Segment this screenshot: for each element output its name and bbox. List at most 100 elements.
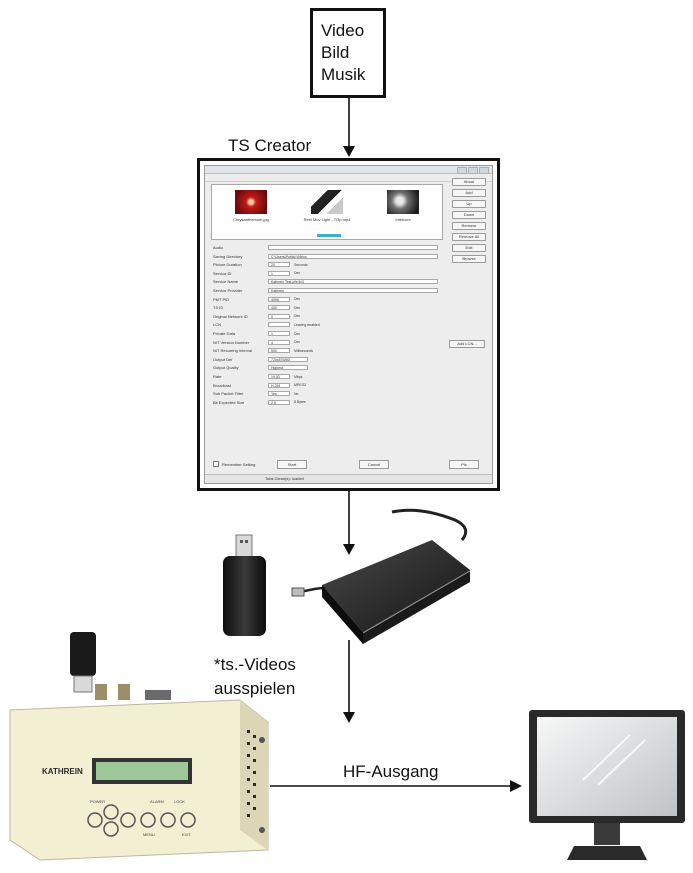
- panel-label: MENU: [143, 832, 155, 837]
- settings-row: Saving Directory C:\Users\Public\Videos: [213, 253, 438, 260]
- thumbnail-label: Reel Mov Light - TOp.mp4: [303, 217, 351, 222]
- settings-input[interactable]: 1: [268, 270, 290, 276]
- modulator-device: [9, 632, 269, 861]
- down-button[interactable]: Down: [452, 211, 486, 219]
- settings-label: Rate: [213, 374, 222, 379]
- settings-input[interactable]: Kathrein: [268, 288, 438, 293]
- settings-label: Service Name: [213, 279, 239, 285]
- settings-row: Private Data 1 Dec: [213, 330, 300, 337]
- settings-label: Private Data: [213, 331, 236, 336]
- thumbnail-item[interactable]: Reel Mov Light - TOp.mp4: [298, 190, 356, 222]
- settings-label: Output Quality: [213, 365, 239, 371]
- edit-button[interactable]: Edit: [452, 244, 486, 252]
- settings-label: Saving Directory: [213, 253, 243, 259]
- settings-input[interactable]: Highest: [268, 365, 308, 371]
- thumbnail-panel: Chrysanthemum.jpg Reel Mov Light - TOp.m…: [211, 184, 443, 240]
- usb-caption-line: *ts.-Videos: [214, 655, 296, 674]
- pix-button[interactable]: Pix: [449, 460, 479, 469]
- browse-button[interactable]: Browse: [452, 255, 486, 263]
- settings-input[interactable]: [268, 322, 290, 328]
- settings-label: Broadcast: [213, 382, 232, 388]
- panel-label: EXIT: [182, 832, 191, 837]
- input-line-bild: Bild: [321, 43, 350, 62]
- settings-input[interactable]: Kathrein Test-pfx/4x3: [268, 279, 438, 285]
- settings-label: LCN: [213, 322, 222, 328]
- settings-input[interactable]: H.264: [268, 382, 290, 388]
- ts-creator-screenshot: Chrysanthemum.jpg Reel Mov Light - TOp.m…: [197, 158, 500, 491]
- usb-caption: *ts.-Videos ausspielen: [214, 653, 296, 701]
- maximize-icon[interactable]: [468, 167, 478, 174]
- settings-unit: MPEG2: [294, 383, 307, 388]
- settings-label: Original Network ID: [213, 313, 248, 319]
- settings-unit: Milliseconds: [294, 348, 314, 353]
- settings-label: Picture Duration: [213, 262, 242, 268]
- settings-input[interactable]: 2.5: [268, 399, 290, 405]
- settings-unit: Dec: [294, 314, 301, 319]
- settings-input[interactable]: 0: [268, 313, 290, 319]
- arrow-hf-output: [270, 780, 522, 792]
- settings-label: NIT Recurring Interval: [213, 348, 253, 354]
- settings-label: TS ID: [213, 305, 224, 311]
- settings-label: NIT Version Number: [213, 339, 250, 345]
- settings-unit: No: [294, 391, 299, 396]
- add-button[interactable]: Add: [452, 189, 486, 197]
- thumbnail-image: [387, 190, 419, 214]
- thumbnail-label: Chrysanthemum.jpg: [233, 217, 269, 222]
- settings-row: Original Network ID 0 Dec: [213, 313, 300, 320]
- settings-row: Audio: [213, 244, 438, 251]
- settings-input[interactable]: 4: [268, 339, 290, 345]
- film-icon: [311, 190, 343, 214]
- settings-label: Service ID: [213, 270, 232, 276]
- panel-label: LOCK: [174, 799, 185, 804]
- up-button[interactable]: Up: [452, 200, 486, 208]
- settings-input[interactable]: 20: [268, 262, 290, 268]
- thumbnail-scrollbar[interactable]: [317, 234, 341, 237]
- start-button[interactable]: Start: [277, 460, 307, 469]
- settings-input[interactable]: 400: [268, 305, 290, 311]
- input-box: Video Bild Musik: [310, 8, 386, 98]
- cancel-button[interactable]: Cancel: [359, 460, 389, 469]
- device-brand-label: KATHREIN: [42, 767, 83, 776]
- remove-button[interactable]: Remove: [452, 222, 486, 230]
- settings-label: PMT PID: [213, 296, 230, 302]
- settings-input[interactable]: 4096: [268, 296, 290, 302]
- settings-row: TS ID 400 Dec: [213, 304, 300, 311]
- about-button[interactable]: About: [452, 178, 486, 186]
- minimize-icon[interactable]: [457, 167, 467, 174]
- hf-output-label: HF-Ausgang: [343, 762, 439, 781]
- settings-unit: Dec: [294, 305, 301, 310]
- settings-unit: Mbps: [294, 374, 303, 379]
- window-titlebar: [205, 166, 492, 174]
- usb-stick-icon: [223, 534, 266, 636]
- settings-input[interactable]: 1: [268, 331, 290, 336]
- settings-unit: Dec: [294, 271, 301, 276]
- settings-input[interactable]: 500: [268, 348, 290, 354]
- ts-creator-title: TS Creator: [228, 136, 312, 155]
- add-lcn-button[interactable]: Add LCN...: [449, 340, 485, 348]
- status-bar: Total Clean(s): loaded: [205, 474, 492, 483]
- arrow-creator-to-storage: [343, 491, 355, 555]
- settings-row: Rate 19.33 Mbps: [213, 373, 303, 380]
- ts-creator-window: Chrysanthemum.jpg Reel Mov Light - TOp.m…: [204, 165, 493, 484]
- panel-label: POWER: [90, 799, 105, 804]
- window-menubar: [205, 174, 492, 182]
- settings-input[interactable]: 720x576/50i: [268, 356, 308, 362]
- remember-checkbox[interactable]: [213, 461, 219, 467]
- settings-input[interactable]: 19.33: [268, 374, 290, 379]
- settings-input[interactable]: C:\Users\Public\Videos: [268, 253, 438, 259]
- thumbnail-item[interactable]: Chrysanthemum.jpg: [222, 190, 280, 222]
- remember-setting[interactable]: Remember Setting: [213, 461, 255, 467]
- close-icon[interactable]: [479, 167, 489, 174]
- remove-all-button[interactable]: Remove All: [452, 233, 486, 241]
- settings-input[interactable]: Yes: [268, 391, 290, 397]
- settings-input[interactable]: [268, 245, 438, 250]
- side-button-group: About Add Up Down Remove Remove All Edit…: [452, 178, 486, 266]
- thumbnail-item[interactable]: Intelcore: [374, 190, 432, 222]
- settings-unit: Dec: [294, 331, 301, 336]
